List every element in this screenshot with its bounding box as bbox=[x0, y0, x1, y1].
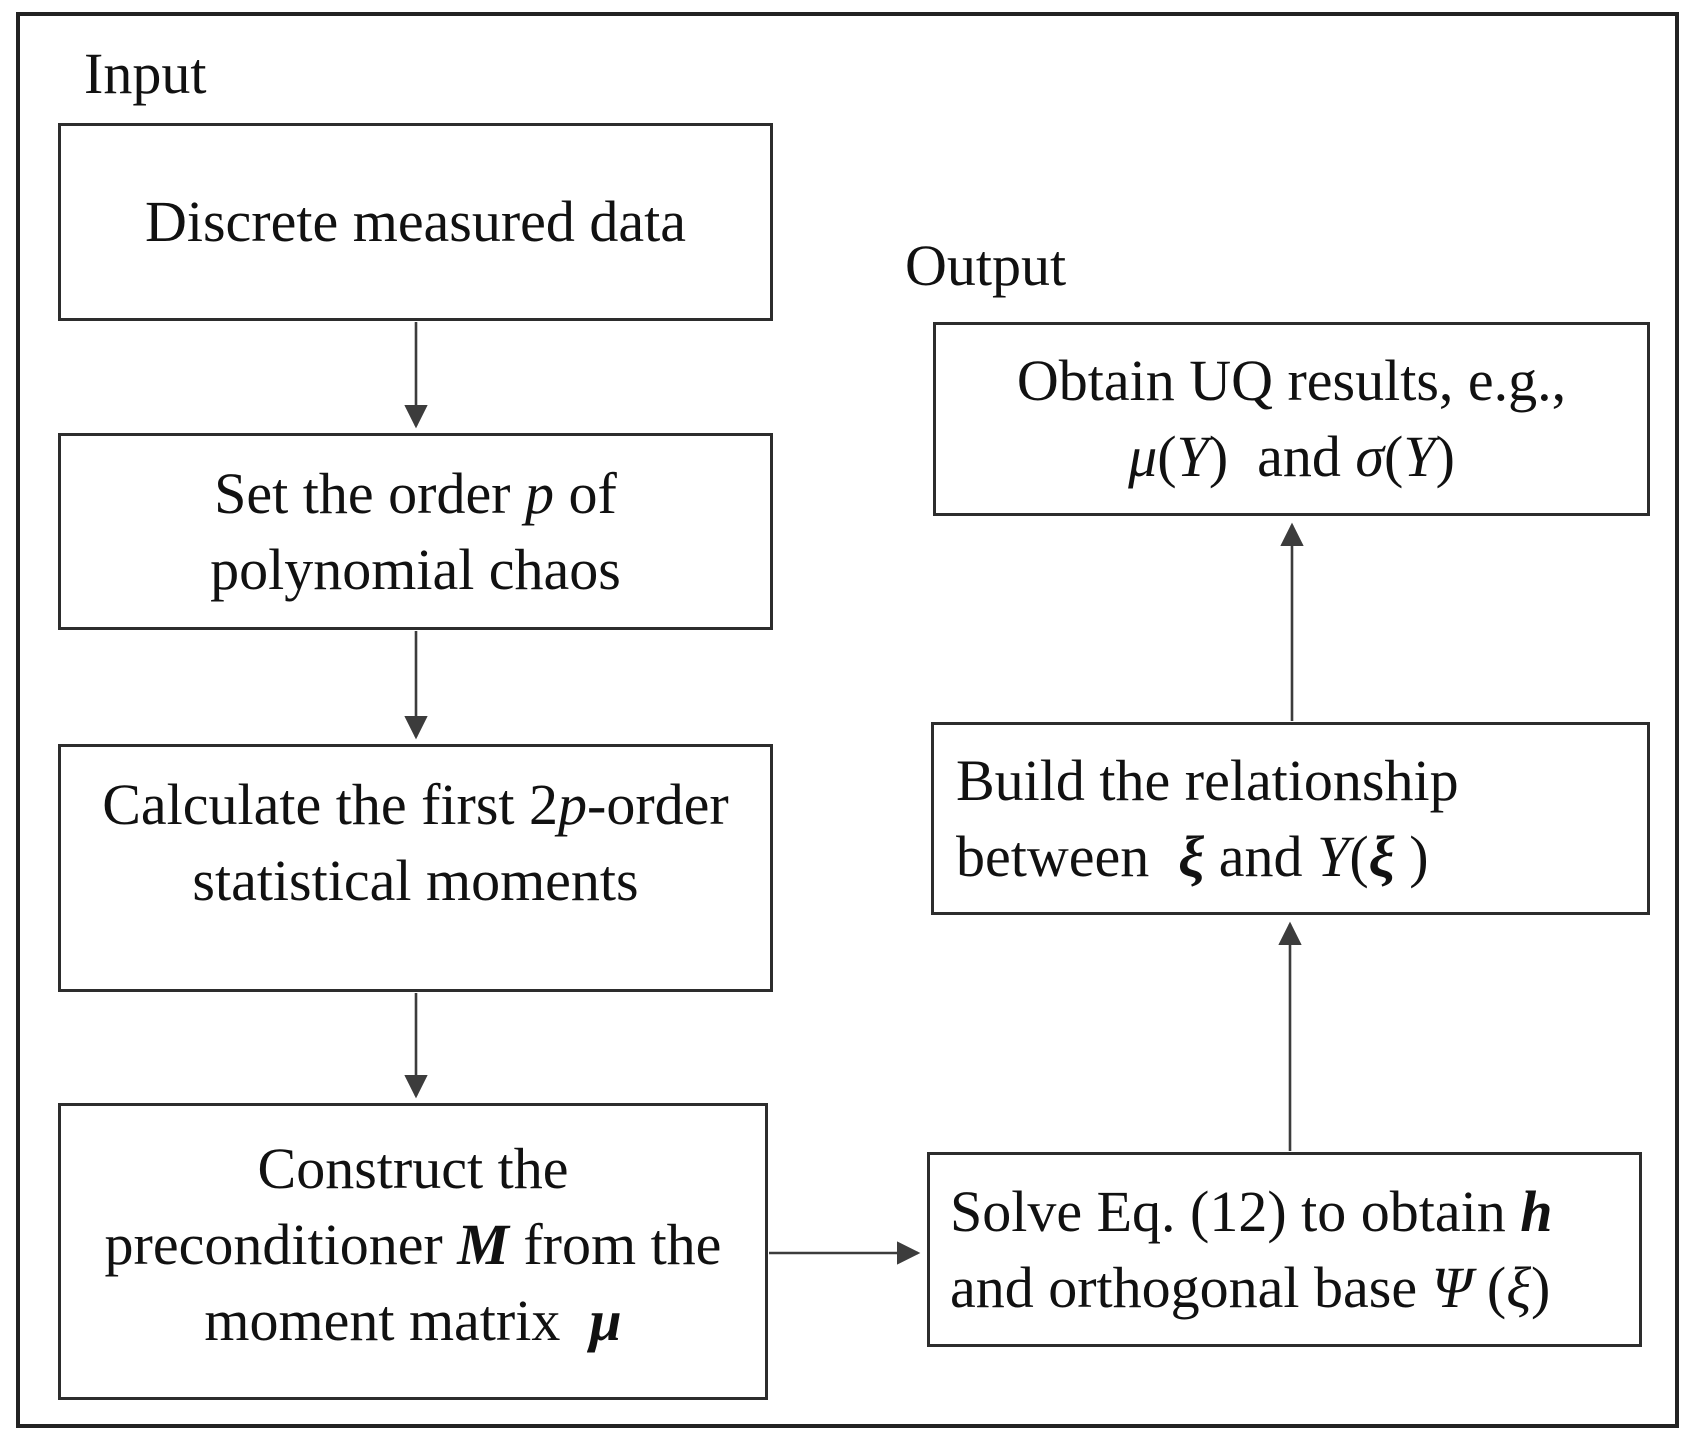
box-text-line: Construct the bbox=[257, 1135, 569, 1201]
box-text-line: Discrete measured data bbox=[144, 189, 687, 254]
box-text-line: μ(Y) and σ(Y) bbox=[1128, 424, 1455, 489]
box-set-order-polynomial-chaos: Set the order p of polynomial chaos bbox=[58, 433, 773, 630]
box-text-line: polynomial chaos bbox=[210, 536, 621, 602]
box-text-line: Calculate the first 2p-order bbox=[102, 772, 729, 837]
box-build-relationship: Build the relationship between ξ and Y(ξ… bbox=[931, 722, 1650, 915]
box-construct-preconditioner: Construct the preconditioner M from the … bbox=[58, 1103, 768, 1400]
box-text-line: between ξ and Y(ξ ) bbox=[956, 823, 1429, 889]
box-text-line: Build the relationship bbox=[956, 747, 1459, 813]
box-text-line: Set the order p of bbox=[214, 460, 617, 526]
box-discrete-measured-data: Discrete measured data bbox=[58, 123, 773, 321]
box-calculate-statistical-moments: Calculate the first 2p-order statistical… bbox=[58, 744, 773, 992]
box-text-line: statistical moments bbox=[192, 848, 639, 913]
output-zone-label: Output bbox=[905, 233, 1067, 298]
box-text-line: Obtain UQ results, e.g., bbox=[1016, 348, 1567, 413]
box-text-line: preconditioner M from the bbox=[104, 1211, 722, 1277]
box-obtain-uq-results: Obtain UQ results, e.g., μ(Y) and σ(Y) bbox=[933, 322, 1650, 516]
box-solve-equation: Solve Eq. (12) to obtain h and orthogona… bbox=[927, 1152, 1642, 1347]
box-text-line: Solve Eq. (12) to obtain h bbox=[950, 1178, 1553, 1244]
input-zone-label: Input bbox=[84, 41, 207, 106]
diagram-outer-frame bbox=[16, 12, 1679, 1428]
box-text-line: and orthogonal base Ψ (ξ) bbox=[950, 1254, 1551, 1320]
box-text-line: moment matrix μ bbox=[204, 1287, 622, 1353]
